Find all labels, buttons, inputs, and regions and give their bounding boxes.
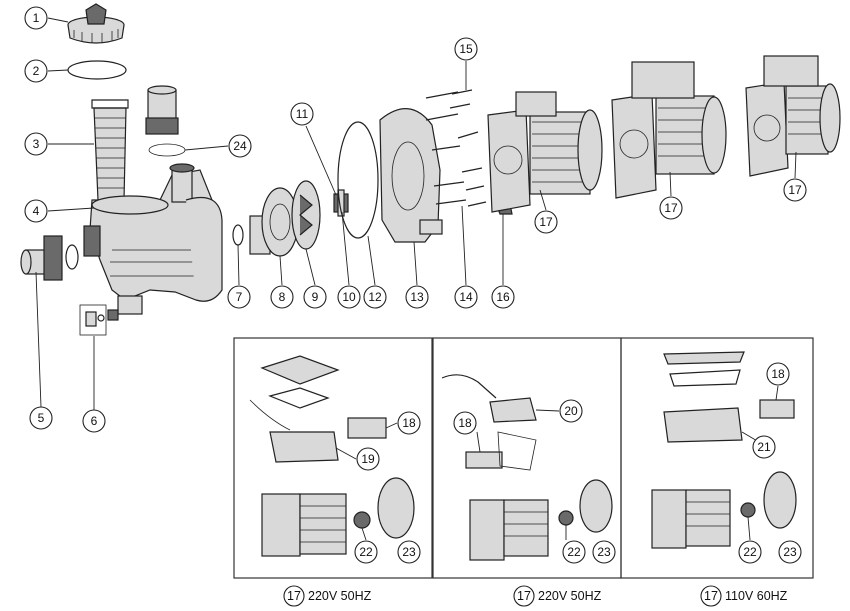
svg-text:11: 11: [296, 107, 309, 121]
caption-2-text: 220V 50HZ: [538, 589, 602, 603]
callout-20: 20: [559, 399, 583, 423]
svg-text:17: 17: [517, 589, 531, 603]
caption-1-text: 220V 50HZ: [308, 589, 372, 603]
svg-text:21: 21: [757, 440, 771, 454]
svg-text:12: 12: [368, 290, 382, 304]
caption-3-number: 17: [700, 585, 722, 607]
motor-3: [745, 55, 841, 177]
callout-22-a: 22: [354, 540, 378, 564]
svg-text:23: 23: [402, 545, 416, 559]
drain-plug: [79, 304, 119, 336]
callout-1: 1: [24, 6, 48, 30]
svg-text:17: 17: [788, 183, 802, 197]
strainer-basket: [91, 99, 129, 201]
callout-5: 5: [29, 406, 53, 430]
caption-3-text: 110V 60HZ: [725, 589, 788, 603]
pump-lid: [67, 3, 125, 44]
callout-7: 7: [227, 285, 251, 309]
svg-text:4: 4: [33, 204, 40, 218]
svg-text:8: 8: [279, 290, 286, 304]
seal-plate-gasket: [337, 121, 379, 239]
callout-24: 24: [228, 134, 252, 158]
callout-19: 19: [356, 447, 380, 471]
callout-10: 10: [337, 285, 361, 309]
svg-text:24: 24: [233, 139, 247, 153]
panel-1-exploded-motor: [249, 355, 415, 557]
callout-4: 4: [24, 199, 48, 223]
leader-lines: [35, 17, 797, 541]
panel-2-exploded-motor: [441, 374, 613, 561]
callout-8: 8: [270, 285, 294, 309]
diffuser-o-ring: [232, 224, 244, 246]
svg-text:16: 16: [496, 290, 510, 304]
callout-14: 14: [454, 285, 478, 309]
union-top-pipe: [145, 85, 179, 135]
svg-text:10: 10: [342, 290, 356, 304]
svg-text:22: 22: [567, 545, 581, 559]
svg-text:17: 17: [704, 589, 718, 603]
svg-text:18: 18: [402, 416, 416, 430]
diffuser: [249, 187, 299, 257]
svg-text:13: 13: [410, 290, 424, 304]
svg-text:1: 1: [33, 11, 40, 25]
callout-17-c: 17: [783, 178, 807, 202]
callout-23-c: 23: [778, 540, 802, 564]
svg-text:9: 9: [312, 290, 319, 304]
housing-bolts: [425, 89, 487, 207]
svg-text:23: 23: [783, 545, 797, 559]
panel-captions: 17 220V 50HZ 17 220V 50HZ 17 110V 60HZ: [283, 585, 788, 607]
callout-13: 13: [405, 285, 429, 309]
callout-3: 3: [24, 132, 48, 156]
caption-2-number: 17: [513, 585, 535, 607]
callout-22-c: 22: [738, 540, 762, 564]
inlet-union: [20, 225, 101, 281]
svg-text:3: 3: [33, 137, 40, 151]
svg-text:22: 22: [359, 545, 373, 559]
seal-plate: [379, 108, 443, 243]
svg-text:20: 20: [564, 404, 578, 418]
svg-text:5: 5: [38, 411, 45, 425]
callout-15: 15: [454, 37, 478, 61]
svg-text:23: 23: [597, 545, 611, 559]
callout-23-a: 23: [397, 540, 421, 564]
lid-o-ring: [67, 60, 127, 80]
union-o-ring: [148, 143, 186, 157]
svg-text:15: 15: [459, 42, 473, 56]
motor-1: [487, 91, 603, 213]
callout-6: 6: [82, 409, 106, 433]
callout-9: 9: [303, 285, 327, 309]
callout-18-c: 18: [766, 362, 790, 386]
svg-text:7: 7: [236, 290, 243, 304]
svg-text:19: 19: [361, 452, 375, 466]
pump-housing: [89, 163, 223, 315]
callout-2: 2: [24, 59, 48, 83]
callout-18-a: 18: [397, 411, 421, 435]
impeller: [291, 180, 321, 250]
callout-16: 16: [491, 285, 515, 309]
callout-12: 12: [363, 285, 387, 309]
motor-2: [611, 61, 727, 199]
detail-panels: [233, 337, 814, 579]
callout-22-b: 22: [562, 540, 586, 564]
svg-text:22: 22: [743, 545, 757, 559]
svg-text:18: 18: [458, 416, 472, 430]
svg-text:2: 2: [33, 64, 40, 78]
svg-text:17: 17: [539, 215, 553, 229]
callout-18-b: 18: [453, 411, 477, 435]
svg-text:18: 18: [771, 367, 785, 381]
callout-23-b: 23: [592, 540, 616, 564]
svg-text:17: 17: [664, 201, 678, 215]
callout-17-a: 17: [534, 210, 558, 234]
callout-21: 21: [752, 435, 776, 459]
svg-text:14: 14: [459, 290, 473, 304]
callout-17-b: 17: [659, 196, 683, 220]
caption-1-number: 17: [283, 585, 305, 607]
panel-3-exploded-motor: [651, 351, 797, 549]
callout-list: 1 2 3 4 5 6 7 8 9 10 11 12 13 14 15 16 1…: [24, 6, 807, 564]
svg-text:17: 17: [287, 589, 301, 603]
svg-text:6: 6: [91, 414, 98, 428]
callout-11: 11: [290, 102, 314, 126]
